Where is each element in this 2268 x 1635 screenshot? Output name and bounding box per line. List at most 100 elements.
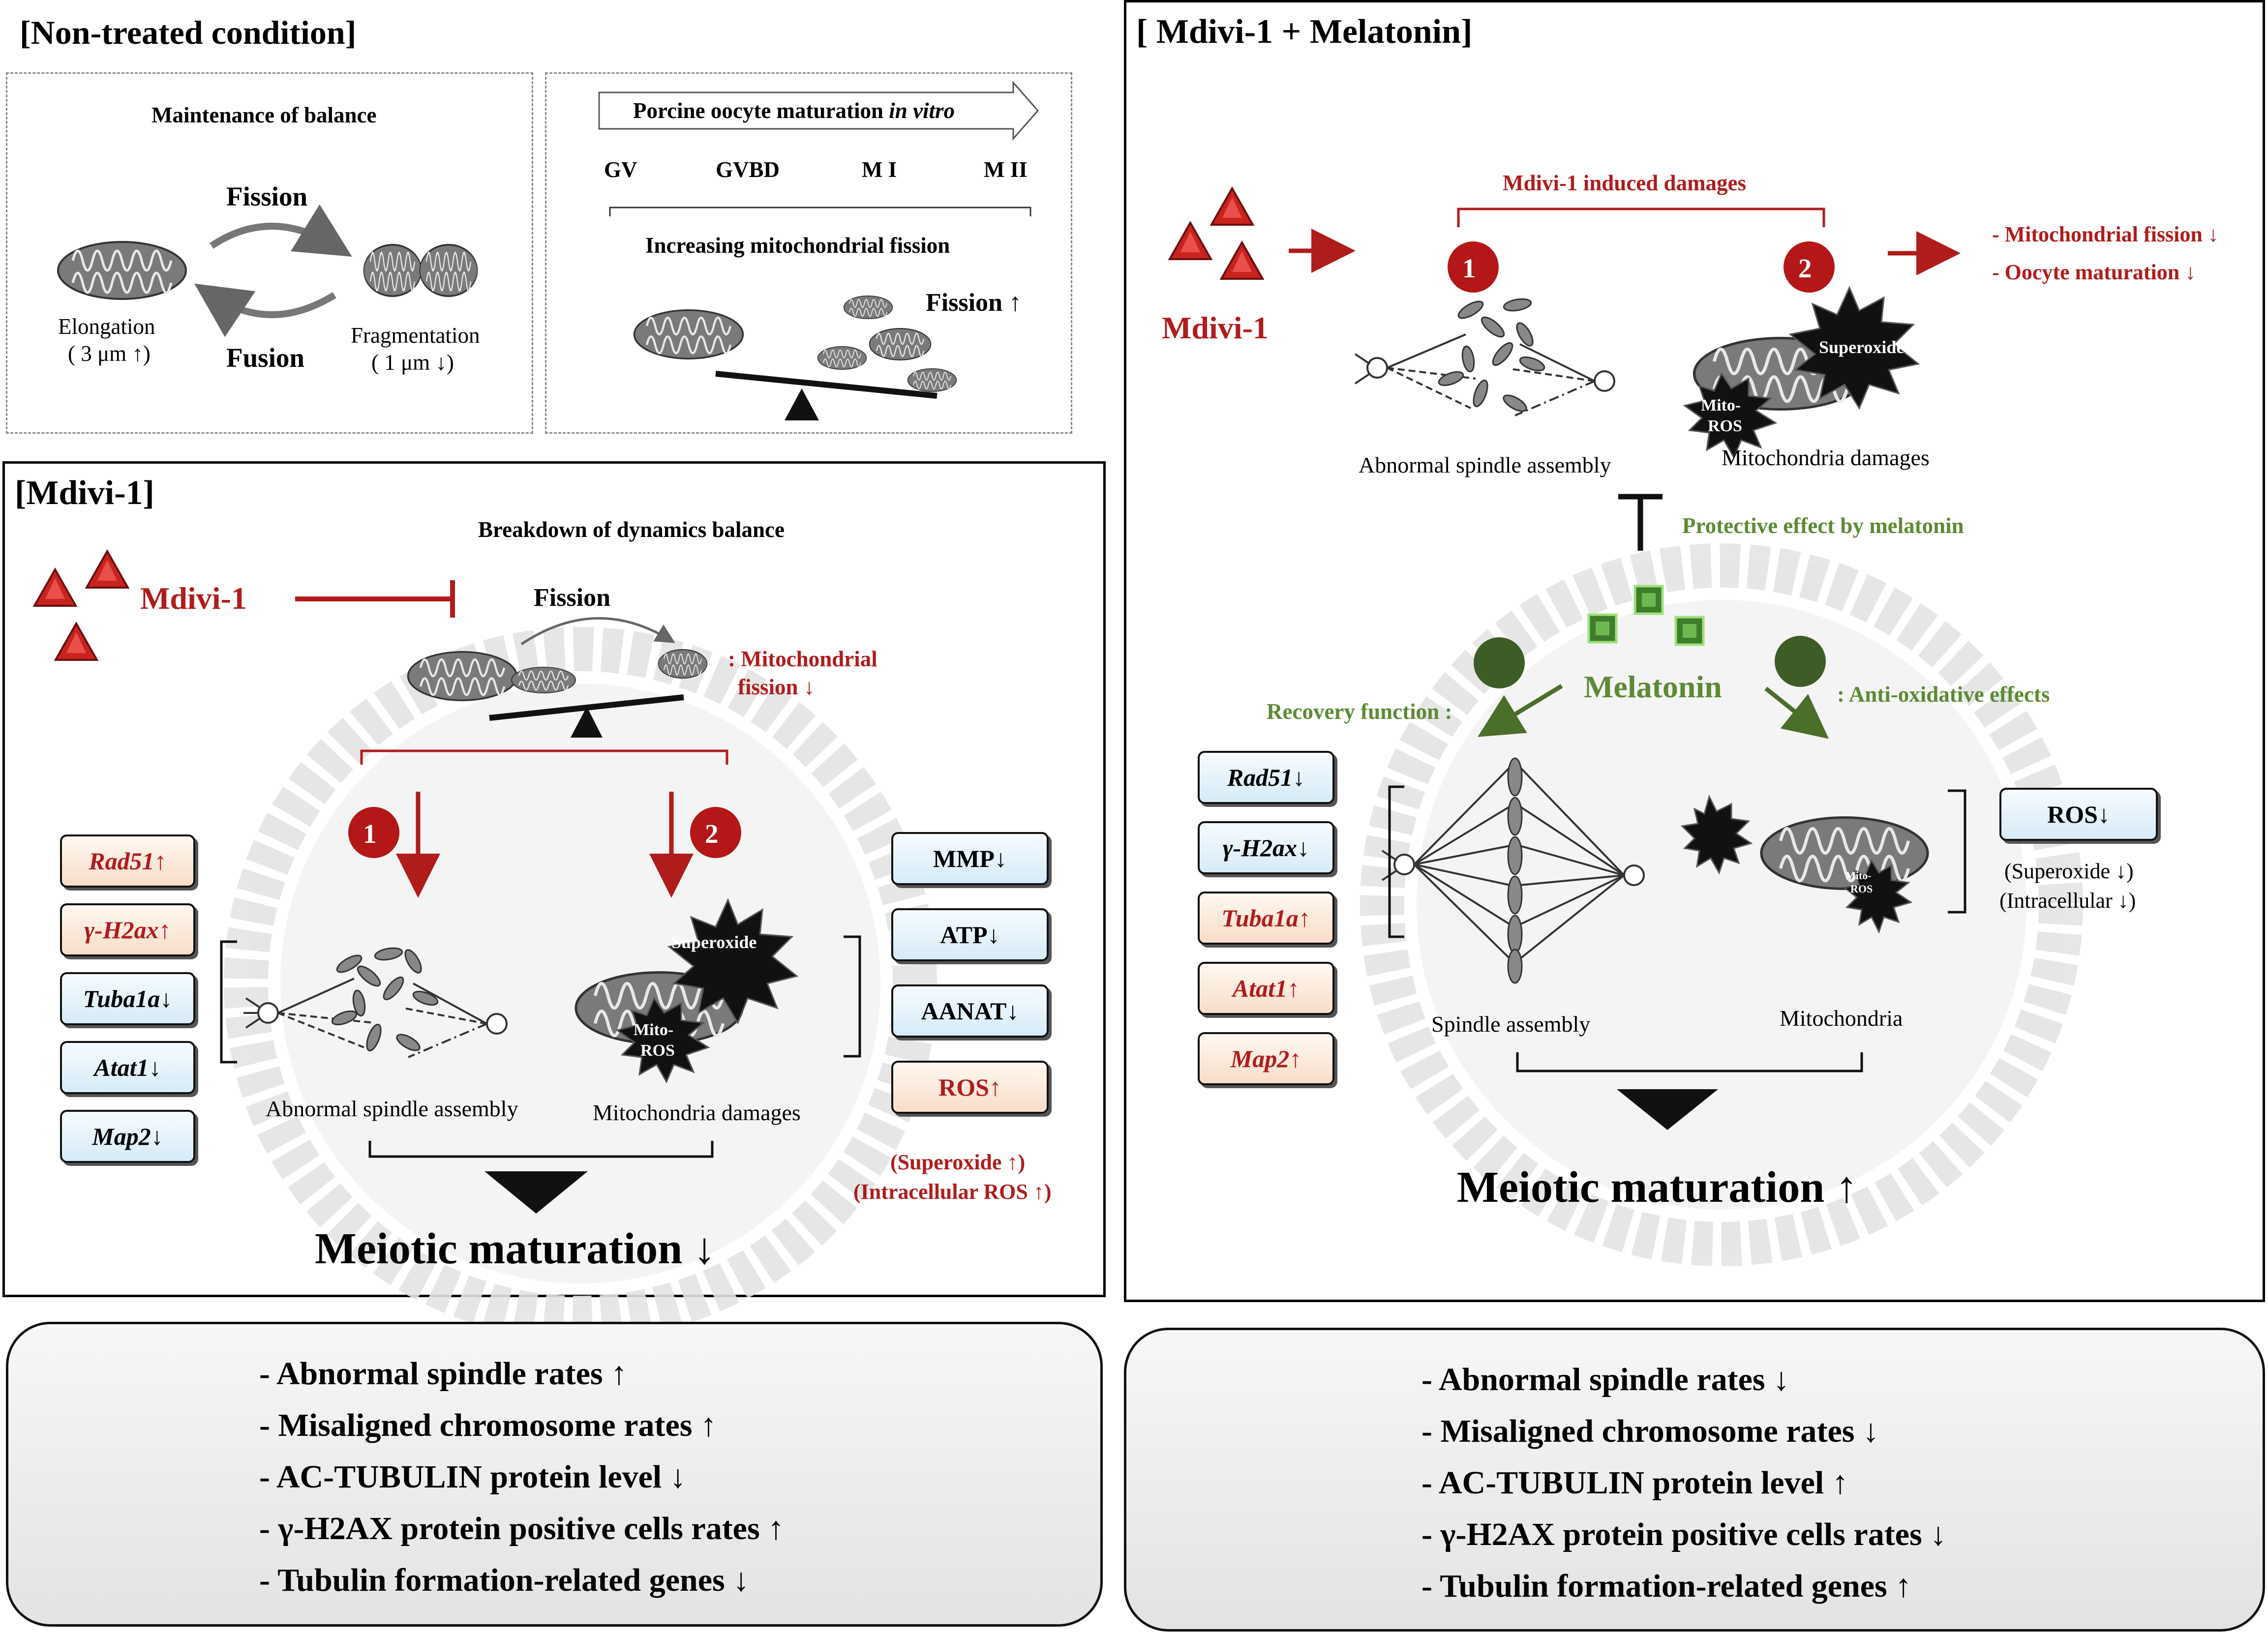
mdivi-drug-label: Mdivi-1	[140, 581, 247, 616]
summary-right: - Abnormal spindle rates ↓ - Misaligned …	[1124, 1328, 2265, 1632]
combo-gene-name: γ-H2ax	[1222, 834, 1298, 862]
mito-fission-note-2: fission ↓	[738, 675, 815, 699]
stage-gvbd: GVBD	[716, 157, 780, 182]
summary-right-line-4: - γ-H2AX protein positive cells rates ↓	[1421, 1516, 1947, 1552]
stage-m1: M I	[862, 157, 897, 182]
meiotic-up: Meiotic maturation ↑	[1457, 1163, 1858, 1212]
badge-1-text: 1	[363, 819, 377, 849]
fission-label: Fission	[226, 181, 308, 211]
combo-step-1-badge	[1448, 241, 1499, 293]
healthy-ros-label: ROS	[1850, 883, 1873, 895]
mdivi-gene-name: γ-H2ax	[84, 916, 159, 944]
maturation-text: Porcine oocyte maturation	[633, 98, 889, 123]
mdivi-gene-name: Atat1	[94, 1054, 149, 1081]
mdivi-measure-aanat: AANAT ↓	[891, 984, 1049, 1038]
mdivi-measure-name: AANAT	[921, 997, 1007, 1025]
mito-fission-note-1: : Mitochondrial	[728, 647, 877, 671]
superoxide-label: Superoxide	[671, 932, 757, 952]
combo-gene-arrow: ↑	[1289, 1045, 1302, 1072]
combo-gene-name: Rad51	[1227, 764, 1293, 791]
balance-title: Maintenance of balance	[151, 103, 377, 127]
healthy-mito-label: Mito-	[1845, 869, 1872, 882]
stage-m2: M II	[984, 157, 1028, 182]
recovery-function: Recovery function :	[1267, 699, 1452, 724]
mito-label: Mito-	[634, 1021, 674, 1039]
mdivi-title: [Mdivi-1]	[15, 474, 154, 512]
induced-damages: Mdivi-1 induced damages	[1503, 171, 1747, 195]
elongation-label: Elongation	[58, 314, 155, 339]
combo-abnormal-spindle: Abnormal spindle assembly	[1359, 452, 1611, 477]
abnormal-spindle-label: Abnormal spindle assembly	[266, 1096, 518, 1121]
mdivi-gene-tuba1a: Tuba1a ↓	[60, 972, 195, 1025]
fragmentation-size: ( 1 μm ↓)	[371, 350, 454, 375]
effect-maturation-down: - Oocyte maturation ↓	[1992, 260, 2196, 284]
step-1-badge	[348, 807, 399, 858]
mdivi-gene-arrow: ↓	[151, 1123, 163, 1150]
mdivi-measure-mmp: MMP ↓	[891, 832, 1049, 885]
summary-right-line-3: - AC-TUBULIN protein level ↑	[1421, 1465, 1848, 1501]
mdivi-measure-atp: ATP ↓	[891, 908, 1049, 961]
combo-gene-name: Tuba1a	[1221, 904, 1299, 932]
step-2-badge	[690, 807, 741, 858]
nontreated-title: [Non-treated condition]	[20, 14, 357, 51]
effect-fission-down: - Mitochondrial fission ↓	[1992, 222, 2219, 246]
summary-right-line-5: - Tubulin formation-related genes ↑	[1421, 1568, 1912, 1604]
ros-label: ROS	[640, 1041, 675, 1060]
combo-gene-arrow: ↓	[1293, 764, 1305, 791]
combo-drug-label: Mdivi-1	[1162, 310, 1269, 345]
mdivi-measure-name: ATP	[940, 921, 988, 949]
mdivi-gene-arrow: ↑	[158, 916, 171, 944]
mdivi-gene-atat1: Atat1 ↓	[60, 1041, 195, 1094]
combo-step-2-badge	[1784, 241, 1835, 293]
maturation-arrow-label: Porcine oocyte maturation in vitro	[633, 100, 955, 122]
combo-mito-label: Mito-	[1701, 396, 1741, 415]
mdivi-measure-arrow: ↓	[994, 845, 1007, 872]
combo-gene-name: Map2	[1230, 1045, 1290, 1072]
oocyte-right	[1360, 543, 2083, 1266]
mdivi-measure-arrow: ↑	[989, 1073, 1001, 1101]
mdivi-gene-arrow: ↓	[160, 985, 173, 1012]
mdivi-gene-arrow: ↓	[149, 1054, 161, 1081]
maturation-italic: in vitro	[889, 98, 955, 123]
mdivi-gene-name: Rad51	[89, 847, 154, 875]
summary-left-line-4: - γ-H2AX protein positive cells rates ↑	[259, 1511, 785, 1546]
combo-gene-tuba1a: Tuba1a ↑	[1198, 892, 1334, 945]
combo-ros-label: ROS	[1708, 417, 1742, 435]
mdivi-measure-name: MMP	[933, 845, 995, 872]
combo-gene-arrow: ↓	[1297, 834, 1310, 862]
mito-damage-label: Mitochondria damages	[593, 1100, 801, 1125]
protective-effect: Protective effect by melatonin	[1682, 513, 1964, 538]
combo-gene-name: Atat1	[1232, 975, 1288, 1002]
mdivi-gene-rad51: Rad51 ↑	[60, 834, 195, 888]
mitochondria-label: Mitochondria	[1780, 1006, 1903, 1031]
combo-badge-1-text: 1	[1462, 253, 1476, 283]
combo-ros-name: ROS	[2047, 801, 2098, 828]
mdivi-fission-label: Fission	[534, 584, 611, 612]
superoxide-down: (Superoxide ↓)	[2004, 859, 2134, 883]
balance-panel	[6, 72, 533, 434]
mdivi-measure-name: ROS	[938, 1073, 989, 1101]
combo-gene-rad51: Rad51 ↓	[1198, 751, 1334, 804]
summary-right-line-2: - Misaligned chromosome rates ↓	[1421, 1413, 1879, 1449]
combo-ros-arrow: ↓	[2097, 801, 2110, 828]
melatonin-step-1-badge	[1474, 637, 1525, 688]
meiotic-down: Meiotic maturation ↓	[315, 1224, 716, 1273]
combo-gene-arrow: ↑	[1298, 904, 1311, 932]
fragmentation-label: Fragmentation	[351, 323, 480, 348]
mdivi-measure-ros: ROS ↑	[891, 1061, 1049, 1114]
breakdown-title: Breakdown of dynamics balance	[478, 517, 785, 542]
spindle-assembly-label: Spindle assembly	[1431, 1011, 1591, 1037]
combo-title: [ Mdivi-1 + Melatonin]	[1136, 13, 1473, 51]
antioxidative-effects: : Anti-oxidative effects	[1837, 682, 2050, 707]
combo-gene-atat1: Atat1 ↑	[1198, 962, 1334, 1015]
combo-panel	[1124, 0, 2265, 1302]
oocyte-left	[224, 627, 937, 1340]
badge-2-text: 2	[705, 819, 719, 849]
intracellular-up: (Intracellular ROS ↑)	[853, 1180, 1052, 1204]
combo-mito-damage: Mitochondria damages	[1722, 445, 1930, 470]
mdivi-gene-map2: Map2 ↓	[60, 1110, 195, 1163]
melatonin-label: Melatonin	[1584, 669, 1722, 704]
summary-left-line-2: - Misaligned chromosome rates ↑	[259, 1407, 717, 1443]
mdivi-gene--h2ax: γ-H2ax ↑	[60, 903, 195, 956]
